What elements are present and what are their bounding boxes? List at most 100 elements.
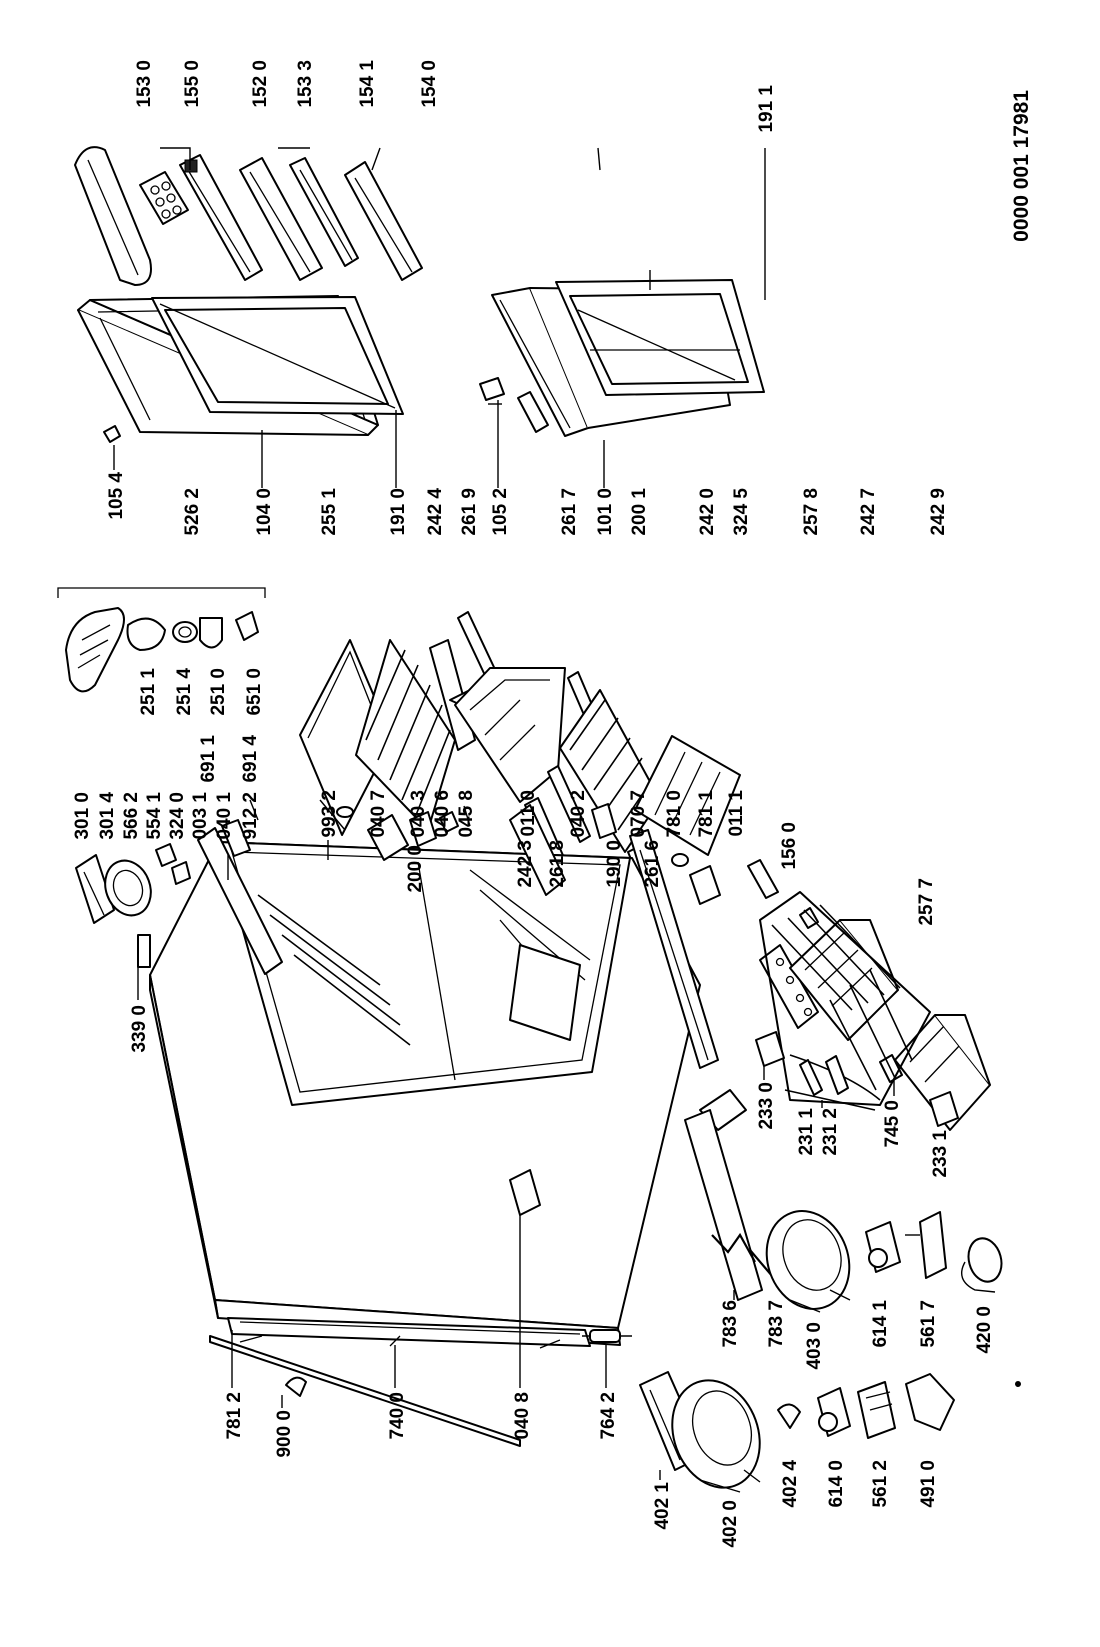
label-7642: 764 2 <box>598 1392 619 1440</box>
label-1520: 152 0 <box>250 60 271 108</box>
door-shelf-1533 <box>239 157 323 281</box>
label-7811: 781 1 <box>696 790 717 838</box>
door-gasket-1911 <box>555 279 765 396</box>
label-1911: 191 1 <box>756 85 777 133</box>
label-3010: 301 0 <box>72 792 93 840</box>
label-6510: 651 0 <box>244 668 265 716</box>
label-0408: 040 8 <box>512 1392 533 1440</box>
pin-0458 <box>463 805 471 827</box>
label-9932: 993 2 <box>319 790 340 838</box>
hinge-0402 <box>591 803 617 839</box>
door-shelf-1530 <box>74 146 152 286</box>
label-2618: 261 8 <box>547 840 568 888</box>
label-4910: 491 0 <box>918 1460 939 1508</box>
filter-7642 <box>582 1329 632 1343</box>
label-4021: 402 1 <box>652 1482 673 1530</box>
label-2551: 255 1 <box>319 488 340 536</box>
condenser-7400 <box>227 1317 591 1349</box>
label-3240: 324 0 <box>167 792 188 840</box>
label-2619: 261 9 <box>459 488 480 536</box>
drawer-2423 <box>454 667 566 803</box>
door-gasket-1910 <box>151 296 404 415</box>
label-1052: 105 2 <box>490 488 511 536</box>
label-7810: 781 0 <box>664 790 685 838</box>
egg-tray-1550 <box>139 171 189 225</box>
freezer-drawer-2420 <box>634 735 741 856</box>
label-1533: 153 3 <box>295 60 316 108</box>
switch-3390 <box>137 934 151 968</box>
door-shelf-1541 <box>289 157 359 267</box>
cap-7810 <box>671 853 689 867</box>
dot-marker <box>1015 1381 1021 1387</box>
hinge-2330 <box>755 1031 785 1067</box>
label-2427: 242 7 <box>858 488 879 536</box>
label-4200: 420 0 <box>974 1306 995 1354</box>
relay-6140 <box>817 1387 851 1437</box>
label-2577: 257 7 <box>916 878 937 926</box>
label-7812: 781 2 <box>224 1392 245 1440</box>
hinge-2331 <box>929 1091 959 1127</box>
label-0406: 040 6 <box>432 790 453 838</box>
label-1530: 153 0 <box>134 60 155 108</box>
bracket-3240 <box>171 861 191 885</box>
compressor-4020 <box>671 1379 761 1493</box>
tube-7812 <box>209 1335 521 1447</box>
label-1040: 104 0 <box>254 488 275 536</box>
part-labels: 153 0 155 0 152 0 153 3 154 1 154 0 191 … <box>72 60 1033 1548</box>
relay-6141 <box>865 1221 901 1273</box>
label-1560: 156 0 <box>779 822 800 870</box>
label-2420: 242 0 <box>697 488 718 536</box>
ice-tray-1560 <box>759 944 819 1029</box>
top-strip-0031 <box>197 827 283 975</box>
label-4020: 402 0 <box>720 1500 741 1548</box>
label-7400: 740 0 <box>387 1392 408 1440</box>
hinge-0401 <box>221 819 251 857</box>
lamp-assembly-5262 <box>57 587 266 693</box>
label-5541: 554 1 <box>144 792 165 840</box>
label-1540: 154 0 <box>419 60 440 108</box>
pipe-7836 <box>711 1232 756 1263</box>
rail-0110 <box>509 804 566 896</box>
clip-9000 <box>285 1376 307 1397</box>
label-5612: 561 2 <box>870 1460 891 1508</box>
label-1541: 154 1 <box>357 60 378 108</box>
label-0707: 070 7 <box>628 790 649 838</box>
thermostat-5617 <box>905 1211 947 1279</box>
label-2311: 231 1 <box>796 1108 817 1156</box>
label-2514: 251 4 <box>174 668 195 716</box>
label-1550: 155 0 <box>182 60 203 108</box>
label-0401: 040 1 <box>214 792 235 840</box>
label-2331: 233 1 <box>930 1130 951 1178</box>
cabinet-body <box>149 841 701 1346</box>
label-2330: 233 0 <box>756 1082 777 1130</box>
label-1910: 191 0 <box>388 488 409 536</box>
flap-3245 <box>747 859 779 899</box>
label-2001: 200 1 <box>629 488 650 536</box>
label-3014: 301 4 <box>97 792 118 840</box>
label-4024: 402 4 <box>780 1460 801 1508</box>
label-2510: 251 0 <box>208 668 229 716</box>
label-3245: 324 5 <box>731 488 752 536</box>
label-6140: 614 0 <box>826 1460 847 1508</box>
hinge-cap-1054 <box>103 425 121 443</box>
document-code: 0000 001 17981 <box>1010 90 1033 242</box>
label-3390: 339 0 <box>129 1005 150 1053</box>
flap-7811 <box>689 865 721 905</box>
label-5617: 561 7 <box>918 1300 939 1348</box>
bracket-5541 <box>155 843 177 867</box>
label-2424: 242 4 <box>425 488 446 536</box>
screw-9122 <box>249 799 259 821</box>
label-0403: 040 3 <box>408 790 429 838</box>
label-2616: 261 6 <box>642 840 663 888</box>
compressor-4030 <box>765 1210 851 1313</box>
label-2000: 200 0 <box>405 845 426 893</box>
hinge-1052 <box>479 377 549 433</box>
label-9000: 900 0 <box>274 1410 295 1458</box>
label-1900: 190 0 <box>604 840 625 888</box>
label-2617: 261 7 <box>559 488 580 536</box>
label-2423: 242 3 <box>515 840 536 888</box>
label-6914: 691 4 <box>240 735 261 783</box>
label-5662: 566 2 <box>121 792 142 840</box>
label-1010: 101 0 <box>595 488 616 536</box>
